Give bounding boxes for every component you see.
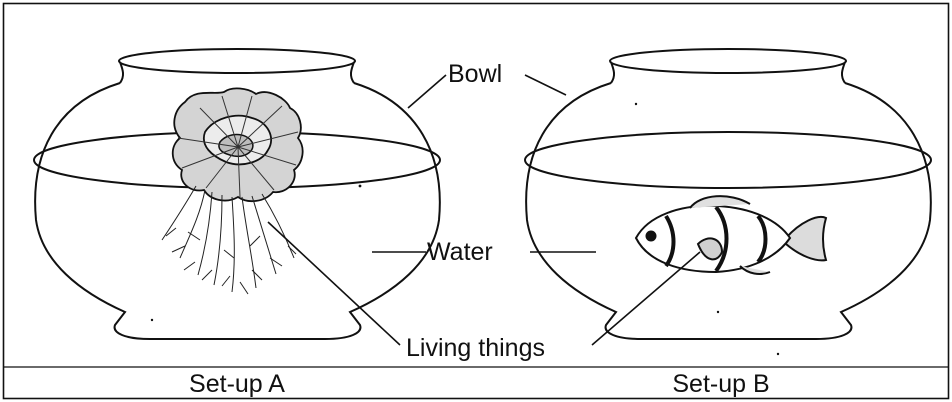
bowl-b-body-right <box>816 83 931 339</box>
bowl-a-rim <box>119 49 355 73</box>
bowl-leader-a <box>408 75 446 108</box>
setup-b-caption: Set-up B <box>672 370 769 398</box>
bowl-b-body-left <box>526 83 641 339</box>
clownfish <box>636 196 826 274</box>
bowl-leader-b <box>525 75 566 95</box>
living-things-label: Living things <box>406 334 545 362</box>
living-things-leader-b <box>592 252 700 345</box>
bowl-label: Bowl <box>448 60 502 88</box>
bowl-a-body-left <box>35 83 150 339</box>
water-surface-b <box>525 132 931 188</box>
leader-lines <box>268 75 700 345</box>
living-things-leader-a <box>268 222 400 345</box>
bowl-b-neck <box>611 62 614 83</box>
bowl-b-neck <box>842 62 845 83</box>
bowl-a-neck <box>351 62 354 83</box>
fish-eye <box>647 232 656 241</box>
bowl-b-rim <box>610 49 846 73</box>
fish-tail <box>786 217 826 260</box>
bowl-a-neck <box>120 62 123 83</box>
bowl-a-body-right <box>325 83 440 339</box>
fish-lower-fin <box>740 266 770 274</box>
plant-roots <box>162 186 296 294</box>
setup-a-caption: Set-up A <box>189 370 285 398</box>
water-plant <box>162 88 303 294</box>
water-label: Water <box>427 238 493 266</box>
bowl-b <box>525 49 931 339</box>
